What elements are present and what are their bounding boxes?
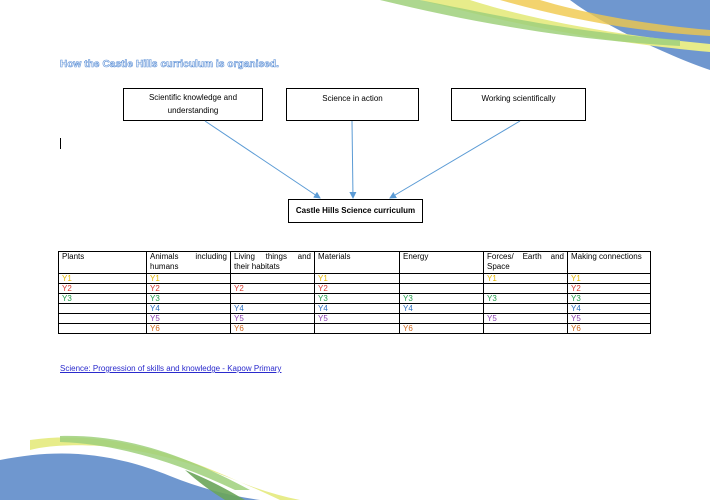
kapow-progression-link[interactable]: Science: Progression of skills and knowl… — [60, 364, 282, 373]
table-cell: Y1 — [58, 273, 147, 284]
header-energy: Energy — [399, 251, 484, 274]
table-cell: Y6 — [146, 323, 231, 334]
table-cell: Y4 — [146, 303, 231, 314]
box-science-in-action: Science in action — [286, 88, 419, 121]
table-row: Y1 Y1 Y1 Y1 Y1 — [58, 273, 651, 284]
table-cell: Y6 — [230, 323, 315, 334]
table-cell: Y1 — [483, 273, 568, 284]
table-cell: Y3 — [399, 293, 484, 304]
table-cell — [483, 303, 568, 314]
table-cell: Y3 — [567, 293, 651, 304]
table-cell — [58, 313, 147, 324]
table-row: Y2 Y2 Y2 Y2 Y2 — [58, 283, 651, 294]
table-row: Y5 Y5 Y5 Y5 Y5 — [58, 313, 651, 324]
table-row: Y3 Y3 Y3 Y3 Y3 Y3 — [58, 293, 651, 304]
table-cell: Y5 — [230, 313, 315, 324]
arrow-working-to-center — [389, 120, 521, 199]
table-cell: Y2 — [567, 283, 651, 294]
header-making-connections: Making connections — [567, 251, 651, 274]
table-cell: Y4 — [399, 303, 484, 314]
text-cursor — [60, 138, 61, 149]
header-living-things: Living things and their habitats — [230, 251, 315, 274]
table-cell: Y5 — [314, 313, 400, 324]
table-row: Y4 Y4 Y4 Y4 Y4 — [58, 303, 651, 314]
table-cell — [230, 273, 315, 284]
arrow-action-to-center — [349, 120, 357, 199]
table-cell: Y2 — [146, 283, 231, 294]
table-header-row: Plants Animals including humans Living t… — [58, 251, 651, 274]
table-cell — [483, 283, 568, 294]
table-cell: Y3 — [314, 293, 400, 304]
decorative-swoosh-bottom — [0, 435, 300, 500]
header-animals: Animals including humans — [146, 251, 231, 274]
box-working-scientifically: Working scientifically — [451, 88, 586, 121]
table-cell: Y3 — [58, 293, 147, 304]
table-cell: Y6 — [399, 323, 484, 334]
box-scientific-knowledge: Scientific knowledge and understanding — [123, 88, 263, 121]
table-row: Y6 Y6 Y6 Y6 — [58, 323, 651, 334]
table-cell — [399, 283, 484, 294]
header-materials: Materials — [314, 251, 400, 274]
table-cell — [483, 323, 568, 334]
table-cell: Y4 — [567, 303, 651, 314]
table-cell: Y5 — [146, 313, 231, 324]
table-cell — [314, 323, 400, 334]
box-castle-hills-curriculum: Castle Hills Science curriculum — [288, 199, 423, 223]
table-cell: Y3 — [146, 293, 231, 304]
table-cell: Y4 — [230, 303, 315, 314]
header-forces: Forces/ Earth and Space — [483, 251, 568, 274]
table-cell: Y5 — [567, 313, 651, 324]
table-cell: Y2 — [314, 283, 400, 294]
table-cell: Y6 — [567, 323, 651, 334]
table-cell: Y4 — [314, 303, 400, 314]
table-cell: Y2 — [58, 283, 147, 294]
table-cell: Y3 — [483, 293, 568, 304]
curriculum-table: Plants Animals including humans Living t… — [58, 251, 651, 334]
table-cell: Y1 — [567, 273, 651, 284]
header-plants: Plants — [58, 251, 147, 274]
table-cell: Y2 — [230, 283, 315, 294]
table-cell: Y5 — [483, 313, 568, 324]
table-cell — [230, 293, 315, 304]
table-cell — [58, 323, 147, 334]
arrow-knowledge-to-center — [204, 120, 321, 199]
table-cell: Y1 — [146, 273, 231, 284]
decorative-swoosh-top — [380, 0, 710, 70]
table-cell — [399, 313, 484, 324]
page-heading: How the Castle Hills curriculum is organ… — [60, 59, 280, 71]
table-cell — [399, 273, 484, 284]
table-cell: Y1 — [314, 273, 400, 284]
table-cell — [58, 303, 147, 314]
